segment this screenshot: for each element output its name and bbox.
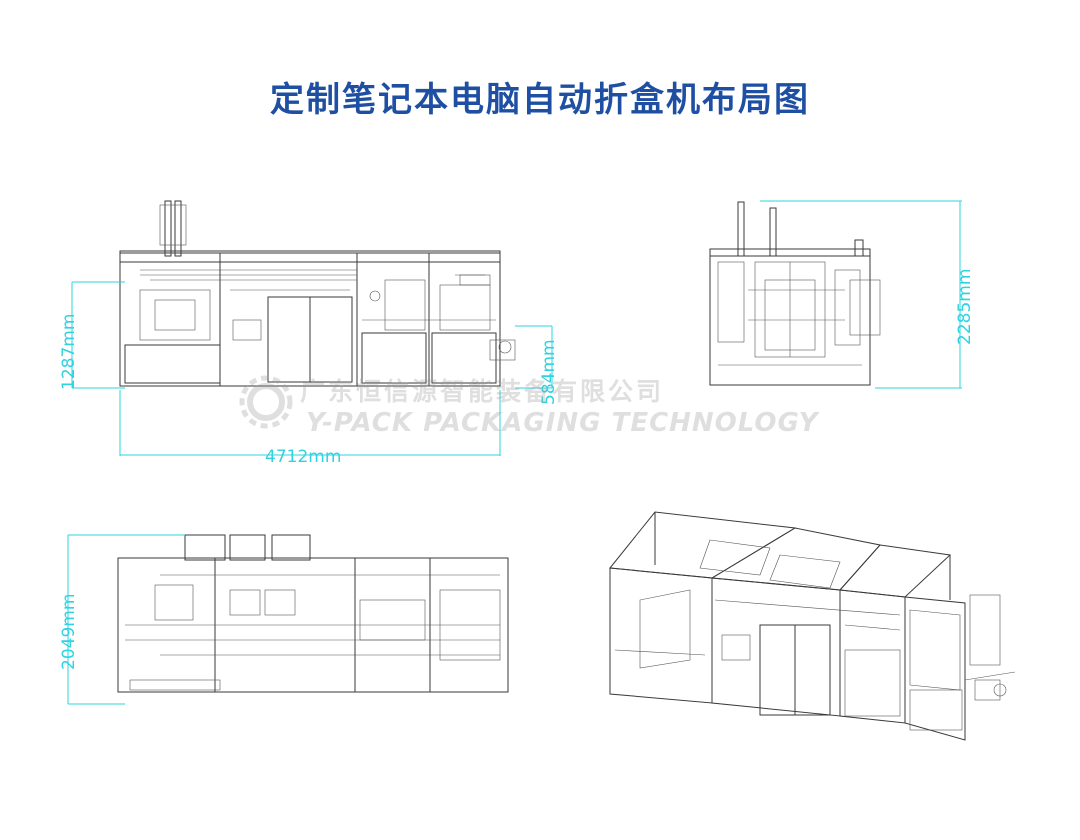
- page-title: 定制笔记本电脑自动折盒机布局图: [270, 80, 810, 120]
- gear-logo-icon: [239, 375, 293, 429]
- side-height-label: 2285mm: [955, 269, 975, 345]
- watermark-company-en: Y-PACK PACKAGING TECHNOLOGY: [306, 408, 819, 438]
- top-dimension-lines: [67, 534, 185, 705]
- front-height-label: 1287mm: [59, 314, 79, 390]
- front-conveyor-height-label: 584mm: [539, 339, 559, 405]
- watermark-company-cn: 广东恒信源智能装备有限公司: [300, 377, 665, 406]
- side-dimension-lines: [760, 200, 962, 389]
- top-width-label: 2049mm: [59, 594, 79, 670]
- front-view-machine: [119, 200, 516, 387]
- front-length-label: 4712mm: [265, 447, 341, 467]
- side-view-machine: [709, 201, 881, 386]
- front-dimension-lines: [71, 281, 553, 456]
- isometric-view-machine: [609, 511, 1016, 741]
- top-view-machine: [117, 534, 509, 693]
